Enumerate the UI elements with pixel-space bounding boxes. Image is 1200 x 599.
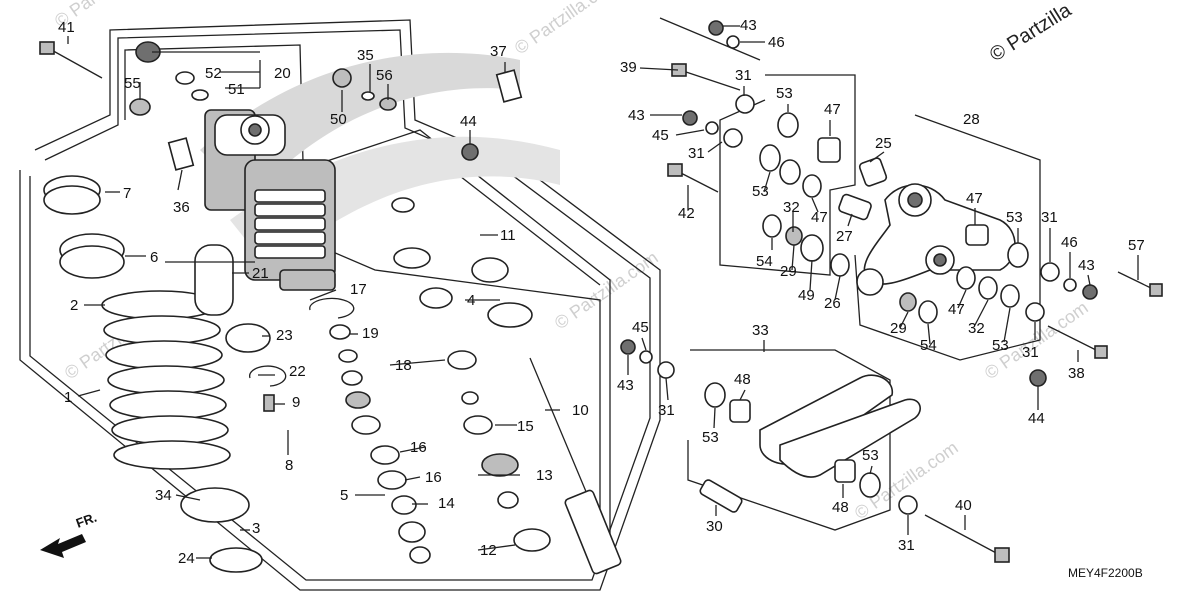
callout-50: 50 xyxy=(330,111,347,128)
callout-31f: 31 xyxy=(898,537,915,554)
halftone-band xyxy=(230,136,560,270)
leader-lines xyxy=(67,25,1139,559)
callout-53e: 53 xyxy=(702,429,719,446)
damper-stack xyxy=(329,197,551,564)
callout-17: 17 xyxy=(350,281,367,298)
callout-53d: 53 xyxy=(992,337,1009,354)
callout-37: 37 xyxy=(490,43,507,60)
callout-53a: 53 xyxy=(776,85,793,102)
callout-30: 30 xyxy=(706,518,723,535)
callout-31b: 31 xyxy=(688,145,705,162)
callout-43c: 43 xyxy=(1078,257,1095,274)
callout-53c: 53 xyxy=(1006,209,1023,226)
callout-15: 15 xyxy=(517,418,534,435)
callout-32b: 32 xyxy=(968,320,985,337)
callout-20: 20 xyxy=(274,65,291,82)
callout-35: 35 xyxy=(357,47,374,64)
callout-32a: 32 xyxy=(783,199,800,216)
callout-56: 56 xyxy=(376,67,393,84)
callout-44a: 44 xyxy=(460,113,477,130)
callout-57: 57 xyxy=(1128,237,1145,254)
callout-29b: 29 xyxy=(890,320,907,337)
callout-47d: 47 xyxy=(948,301,965,318)
callout-7: 7 xyxy=(123,185,131,202)
callout-5: 5 xyxy=(340,487,348,504)
callout-21: 21 xyxy=(252,265,269,282)
callout-36: 36 xyxy=(173,199,190,216)
callout-53f: 53 xyxy=(862,447,879,464)
callout-49: 49 xyxy=(798,287,815,304)
callout-47c: 47 xyxy=(966,190,983,207)
callout-54b: 54 xyxy=(920,337,937,354)
callout-47a: 47 xyxy=(824,101,841,118)
copyright-text: © Partzilla xyxy=(986,0,1076,66)
callout-9: 9 xyxy=(292,394,300,411)
stopper-ring xyxy=(209,547,263,573)
damper-rod-clevis xyxy=(564,489,622,575)
linkage-hardware xyxy=(620,20,1098,515)
callout-42: 42 xyxy=(678,205,695,222)
callout-27: 27 xyxy=(836,228,853,245)
callout-29: 29 xyxy=(780,263,797,280)
callout-45a: 45 xyxy=(652,127,669,144)
callout-46b: 46 xyxy=(1061,234,1078,251)
callout-46a: 46 xyxy=(768,34,785,51)
callout-1: 1 xyxy=(64,389,72,406)
callout-12: 12 xyxy=(480,542,497,559)
callout-2: 2 xyxy=(70,297,78,314)
callout-28: 28 xyxy=(963,111,980,128)
callout-22: 22 xyxy=(289,363,306,380)
callout-45b: 45 xyxy=(632,319,649,336)
callout-51: 51 xyxy=(228,81,245,98)
bladder xyxy=(194,244,234,316)
callout-40: 40 xyxy=(955,497,972,514)
callout-6: 6 xyxy=(150,249,158,266)
bump-bellows xyxy=(254,189,326,259)
callout-52: 52 xyxy=(205,65,222,82)
callout-23: 23 xyxy=(276,327,293,344)
callout-24: 24 xyxy=(178,550,195,567)
callout-43a: 43 xyxy=(740,17,757,34)
watermark: © Partzilla.com xyxy=(511,0,622,58)
callout-34: 34 xyxy=(155,487,172,504)
callout-41: 41 xyxy=(58,19,75,36)
shock-spring xyxy=(101,290,231,470)
callout-31e: 31 xyxy=(658,402,675,419)
callout-8: 8 xyxy=(285,457,293,474)
shock-absorber-body xyxy=(204,109,336,291)
callout-44b: 44 xyxy=(1028,410,1045,427)
callout-labels: 1 2 3 4 5 6 7 8 9 10 11 12 13 14 15 16 1… xyxy=(58,17,1145,567)
callout-43d: 43 xyxy=(617,377,634,394)
callout-48b: 48 xyxy=(832,499,849,516)
callout-47b: 47 xyxy=(811,209,828,226)
front-arrow: FR. xyxy=(40,510,99,558)
reference-code: MEY4F2200B xyxy=(1068,566,1143,580)
callout-54a: 54 xyxy=(756,253,773,270)
callout-48a: 48 xyxy=(734,371,751,388)
callout-33: 33 xyxy=(752,322,769,339)
spring-seat xyxy=(180,487,250,523)
callout-14: 14 xyxy=(438,495,455,512)
callout-43b: 43 xyxy=(628,107,645,124)
linkage-group-outline xyxy=(659,17,1041,531)
callout-16b: 16 xyxy=(425,469,442,486)
callout-38: 38 xyxy=(1068,365,1085,382)
callout-26: 26 xyxy=(824,295,841,312)
callout-13: 13 xyxy=(536,467,553,484)
callout-10: 10 xyxy=(572,402,589,419)
callout-31a: 31 xyxy=(735,67,752,84)
callout-53b: 53 xyxy=(752,183,769,200)
callout-18: 18 xyxy=(395,357,412,374)
callout-11: 11 xyxy=(500,227,516,244)
callout-55: 55 xyxy=(124,75,141,92)
callout-3: 3 xyxy=(252,520,260,537)
front-label: FR. xyxy=(74,510,99,531)
callout-31d: 31 xyxy=(1022,344,1039,361)
callout-25: 25 xyxy=(875,135,892,152)
callout-31c: 31 xyxy=(1041,209,1058,226)
callout-19: 19 xyxy=(362,325,379,342)
callout-16: 16 xyxy=(410,439,427,456)
callout-39: 39 xyxy=(620,59,637,76)
